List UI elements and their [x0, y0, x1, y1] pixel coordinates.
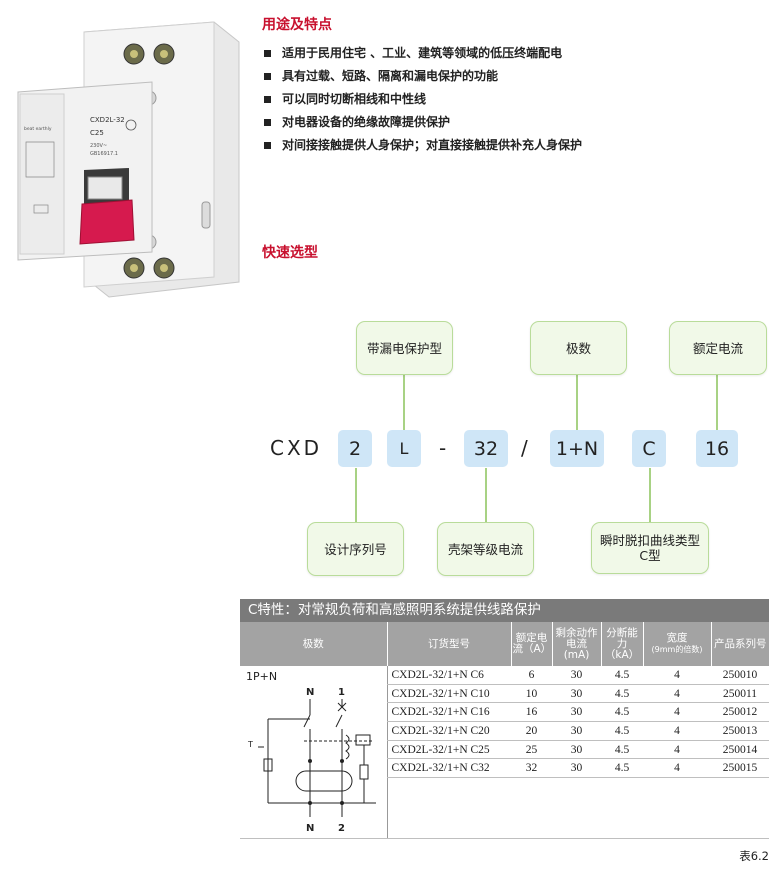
- diagram-t: T: [247, 740, 253, 749]
- table-row: CXD2L-32/1+N C16 16 30 4.5 4 250012: [240, 702, 769, 723]
- cell-serial: 250014: [711, 740, 769, 760]
- cell-serial: 250010: [711, 666, 769, 685]
- table-caption: 表6.2: [739, 849, 769, 863]
- cell-model: CXD2L-32/1+N C16: [386, 702, 511, 723]
- table-bottom-rule: [240, 838, 769, 839]
- cell-residual: 30: [552, 666, 601, 685]
- cell-residual: 30: [552, 702, 601, 723]
- code-dash: -: [439, 436, 447, 460]
- cell-model: CXD2L-32/1+N C25: [386, 740, 511, 760]
- label-poles: 极数: [530, 321, 627, 375]
- product-model-text: CXD2L-32: [90, 116, 125, 124]
- cell-breaking: 4.5: [601, 666, 643, 685]
- cell-breaking: 4.5: [601, 684, 643, 704]
- feature-item: 对电器设备的绝缘故障提供保护: [262, 111, 582, 134]
- cell-rated: 10: [511, 684, 552, 704]
- cell-serial: 250011: [711, 684, 769, 704]
- code-slash: /: [521, 436, 528, 460]
- pole-value: 1P+N: [246, 670, 278, 683]
- cell-model: CXD2L-32/1+N C32: [386, 758, 511, 779]
- cell-serial: 250015: [711, 758, 769, 779]
- feature-item: 具有过载、短路、隔离和漏电保护的功能: [262, 65, 582, 88]
- empty-row: [240, 777, 769, 838]
- header-poles: 极数: [240, 622, 388, 666]
- code-current: 16: [696, 430, 738, 467]
- cell-residual: 30: [552, 758, 601, 779]
- header-residual: 剩余动作电流(mA): [552, 622, 602, 666]
- cell-breaking: 4.5: [601, 740, 643, 760]
- cell-rated: 20: [511, 721, 552, 741]
- table-header-row: 极数 订货型号 额定电流（A） 剩余动作电流(mA) 分断能力（kA） 宽度(9…: [240, 622, 769, 666]
- cell-model: CXD2L-32/1+N C20: [386, 721, 511, 741]
- code-poles: 1+N: [550, 430, 604, 467]
- diagram-two: 2: [338, 823, 345, 834]
- cell-breaking: 4.5: [601, 721, 643, 741]
- label-series: 设计序列号: [307, 522, 404, 576]
- features-title: 用途及特点: [262, 17, 332, 33]
- header-serial: 产品系列号: [711, 622, 769, 666]
- cell-serial: 250013: [711, 721, 769, 741]
- cell-residual: 30: [552, 740, 601, 760]
- cell-breaking: 4.5: [601, 758, 643, 779]
- diagram-n-bottom: N: [306, 823, 314, 834]
- cell-residual: 30: [552, 721, 601, 741]
- code-series: 2: [338, 430, 372, 467]
- product-brand-text: beat earthly: [24, 126, 52, 132]
- selection-title: 快速选型: [262, 245, 318, 261]
- product-voltage-text: 230V~: [90, 143, 107, 149]
- cell-serial: 250012: [711, 702, 769, 723]
- header-model: 订货型号: [387, 622, 512, 666]
- header-width: 宽度(9mm的倍数): [643, 622, 712, 666]
- product-rating-text: C25: [90, 129, 104, 137]
- code-frame: 32: [464, 430, 508, 467]
- label-leak-type: 带漏电保护型: [356, 321, 453, 375]
- pole-cell: 1P+N N 1 N 2 T: [240, 666, 387, 838]
- table-row: CXD2L-32/1+N C32 32 30 4.5 4 250015: [240, 758, 769, 779]
- feature-item: 可以同时切断相线和中性线: [262, 88, 582, 111]
- cell-width: 4: [643, 721, 711, 741]
- feature-item: 适用于民用住宅 、工业、建筑等领域的低压终端配电: [262, 42, 582, 65]
- cell-width: 4: [643, 702, 711, 723]
- label-frame: 壳架等级电流: [437, 522, 534, 576]
- table-row: CXD2L-32/1+N C10 10 30 4.5 4 250011: [240, 684, 769, 704]
- table-title: C特性：对常规负荷和高感照明系统提供线路保护: [240, 599, 769, 622]
- spec-table: 极数 订货型号 额定电流（A） 剩余动作电流(mA) 分断能力（kA） 宽度(9…: [240, 622, 769, 838]
- wiring-diagram: N 1 N 2 T: [247, 687, 376, 834]
- cell-width: 4: [643, 666, 711, 685]
- cell-model: CXD2L-32/1+N C10: [386, 684, 511, 704]
- product-standard-text: GB16917.1: [90, 151, 118, 157]
- product-image: CXD2L-32 C25 230V~ GB16917.1 beat earthl…: [17, 21, 240, 298]
- diagram-n-top: N: [306, 687, 314, 698]
- diagram-one: 1: [338, 687, 345, 698]
- cell-rated: 16: [511, 702, 552, 723]
- features-list: 适用于民用住宅 、工业、建筑等领域的低压终端配电 具有过载、短路、隔离和漏电保护…: [262, 42, 582, 157]
- label-curve: 瞬时脱扣曲线类型C型: [591, 522, 709, 574]
- table-row: CXD2L-32/1+N C20 20 30 4.5 4 250013: [240, 721, 769, 741]
- feature-item: 对间接接触提供人身保护；对直接接触提供补充人身保护: [262, 134, 582, 157]
- cell-width: 4: [643, 740, 711, 760]
- cell-residual: 30: [552, 684, 601, 704]
- header-breaking: 分断能力（kA）: [601, 622, 644, 666]
- cell-rated: 6: [511, 666, 552, 685]
- code-leak: L: [387, 430, 421, 467]
- header-rated: 额定电流（A）: [511, 622, 553, 666]
- table-row: 1P+N N 1 N 2 T: [240, 666, 769, 834]
- cell-width: 4: [643, 758, 711, 779]
- label-rated-current: 额定电流: [669, 321, 767, 375]
- cell-width: 4: [643, 684, 711, 704]
- cell-rated: 32: [511, 758, 552, 779]
- code-prefix: CXD: [270, 436, 323, 460]
- code-curve: C: [632, 430, 666, 467]
- cell-model: CXD2L-32/1+N C6: [386, 666, 511, 685]
- cell-rated: 25: [511, 740, 552, 760]
- table-row: CXD2L-32/1+N C25 25 30 4.5 4 250014: [240, 740, 769, 760]
- cell-breaking: 4.5: [601, 702, 643, 723]
